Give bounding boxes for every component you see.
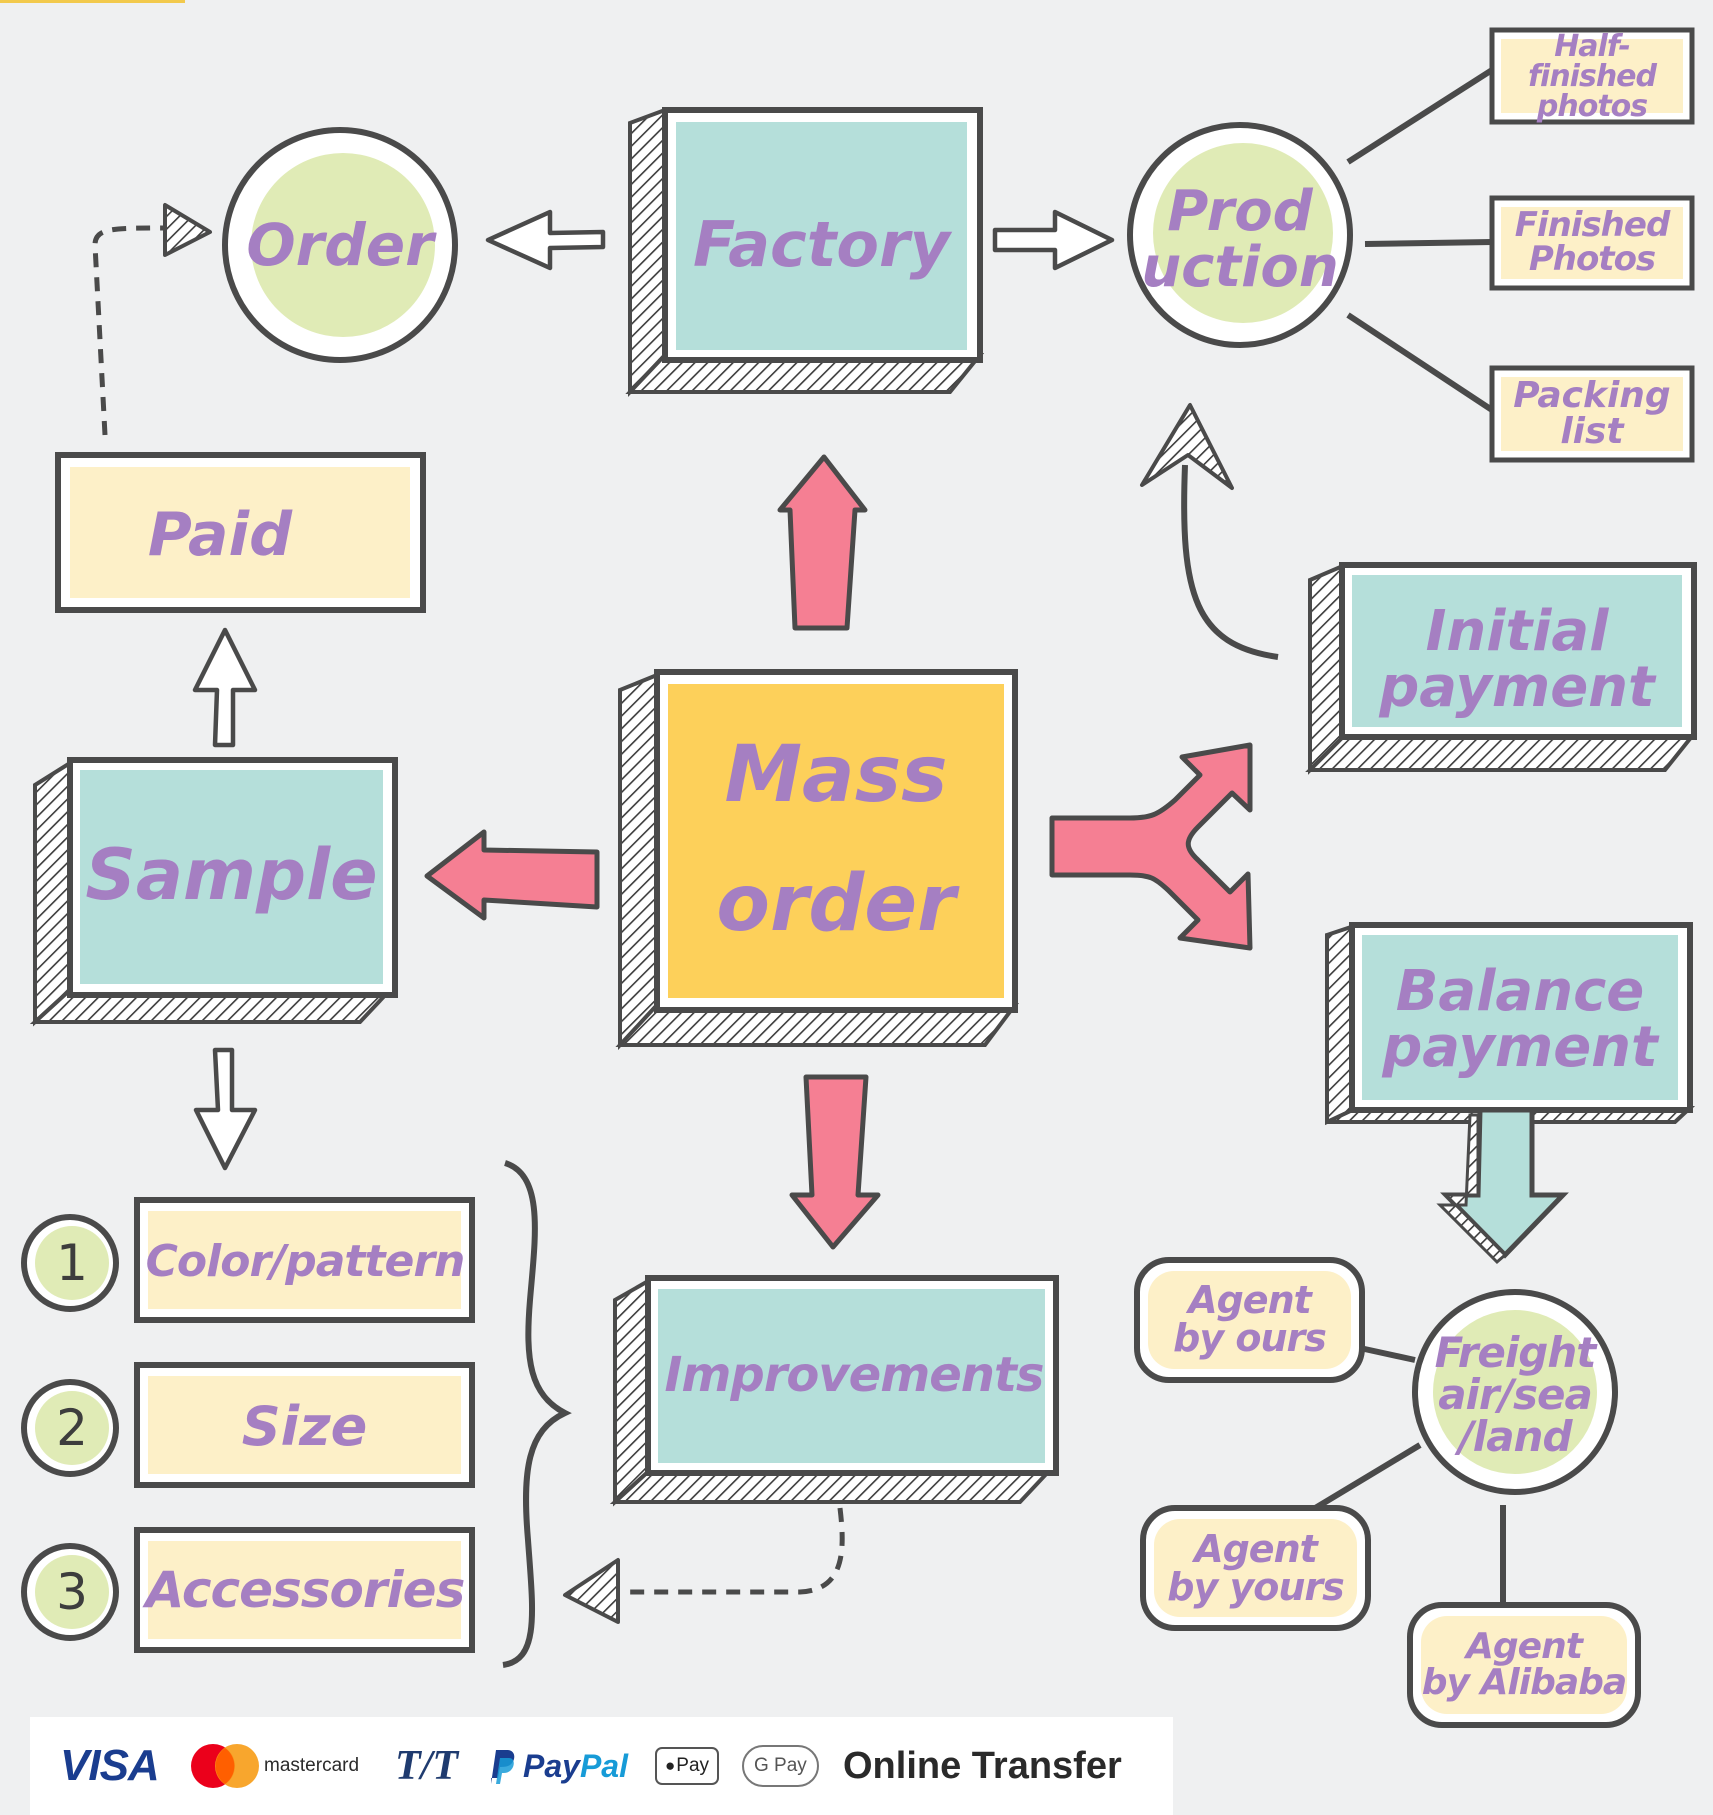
visa-logo: VISA [60,1741,160,1790]
top-accent [0,0,185,3]
google-pay-chip: G Pay [742,1745,819,1787]
hollow-arrows [192,209,1115,1171]
production-connectors [1346,67,1494,413]
arrow-mass-to-factory [777,454,868,631]
number-circle-3 [21,1543,119,1641]
arrow-improvements-to-items [625,1507,845,1595]
number-circle-1 [21,1214,119,1312]
google-pay-logo: G Pay [742,1717,819,1815]
arrow-paid-to-order [92,225,166,436]
apple-pay-text: Pay [676,1755,710,1776]
apple-icon: ● [665,1756,676,1775]
mastercard-text: mastercard [264,1755,360,1776]
item-box-3 [134,1527,475,1653]
agent-yours-box [1140,1505,1371,1631]
freight-circle [1412,1289,1618,1495]
mastercard-logo: mastercard [190,1717,359,1815]
agent-alibaba-box [1407,1602,1641,1728]
online-transfer-label: Online Transfer [843,1744,1122,1787]
mass-order-box [615,669,1019,1051]
arrow-paid-to-order-head [163,203,212,257]
agent-ours-box [1134,1257,1365,1383]
item-box-1 [134,1197,475,1323]
packing-list-box [1489,365,1695,463]
balance-payment-box [1325,922,1696,1265]
factory-box [625,107,985,398]
google-pay-text: G Pay [754,1755,807,1776]
arrow-mass-to-improvements [789,1074,881,1250]
paypal-text-a: Pay [523,1747,580,1784]
arrow-mass-to-sample [424,829,600,921]
production-circle [1127,122,1353,348]
paypal-icon [491,1750,515,1784]
item-box-2 [134,1362,475,1488]
order-circle [222,127,458,363]
apple-pay-chip: ● Pay [655,1747,720,1785]
number-circle-2 [21,1379,119,1477]
arrow-initial-to-production-head [1140,403,1234,490]
half-finished-box [1489,27,1695,125]
mastercard-icon [191,1744,259,1788]
sample-box [29,757,398,1027]
improvements-box [609,1275,1059,1507]
paypal-text-b: Pal [579,1747,628,1784]
arrow-mass-to-payments [1049,742,1253,951]
apple-pay-logo: ● Pay [655,1717,720,1815]
tt-logo: T/T [395,1743,458,1789]
arrow-improvements-to-items-head [563,1558,620,1624]
freight-connectors [1310,1345,1506,1605]
arrow-initial-to-production [1181,464,1279,660]
curly-brace [502,1160,572,1668]
paid-box [55,452,426,613]
initial-payment-box [1305,561,1698,775]
finished-photos-box [1489,195,1695,291]
